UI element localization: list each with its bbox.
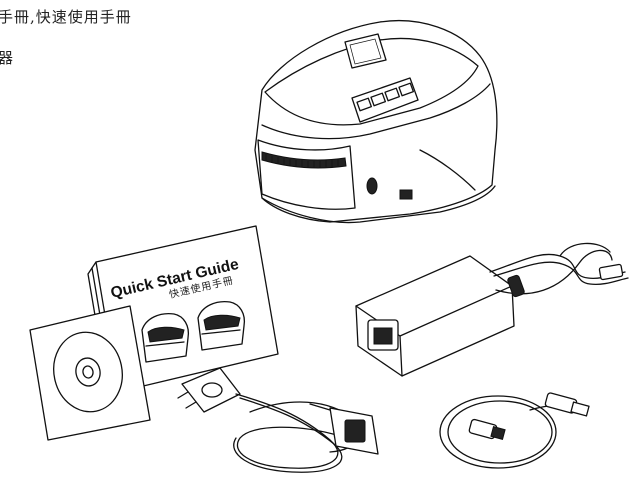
power-adapter: [355, 242, 629, 377]
quick-start-guide-booklet: Quick Start Guide 快速使用手冊: [87, 225, 279, 405]
guide-cover-printer-2: [197, 300, 246, 351]
guide-cover-printer-1: [141, 312, 190, 363]
power-cord: [177, 367, 379, 473]
label-printer-illustration: [254, 20, 498, 224]
usb-cable: [439, 392, 590, 469]
accessory-list-line-2: 器: [0, 49, 15, 67]
accessory-list-line-1: 手冊,快速使用手冊: [0, 8, 132, 26]
software-cd-sleeve: [29, 305, 151, 441]
